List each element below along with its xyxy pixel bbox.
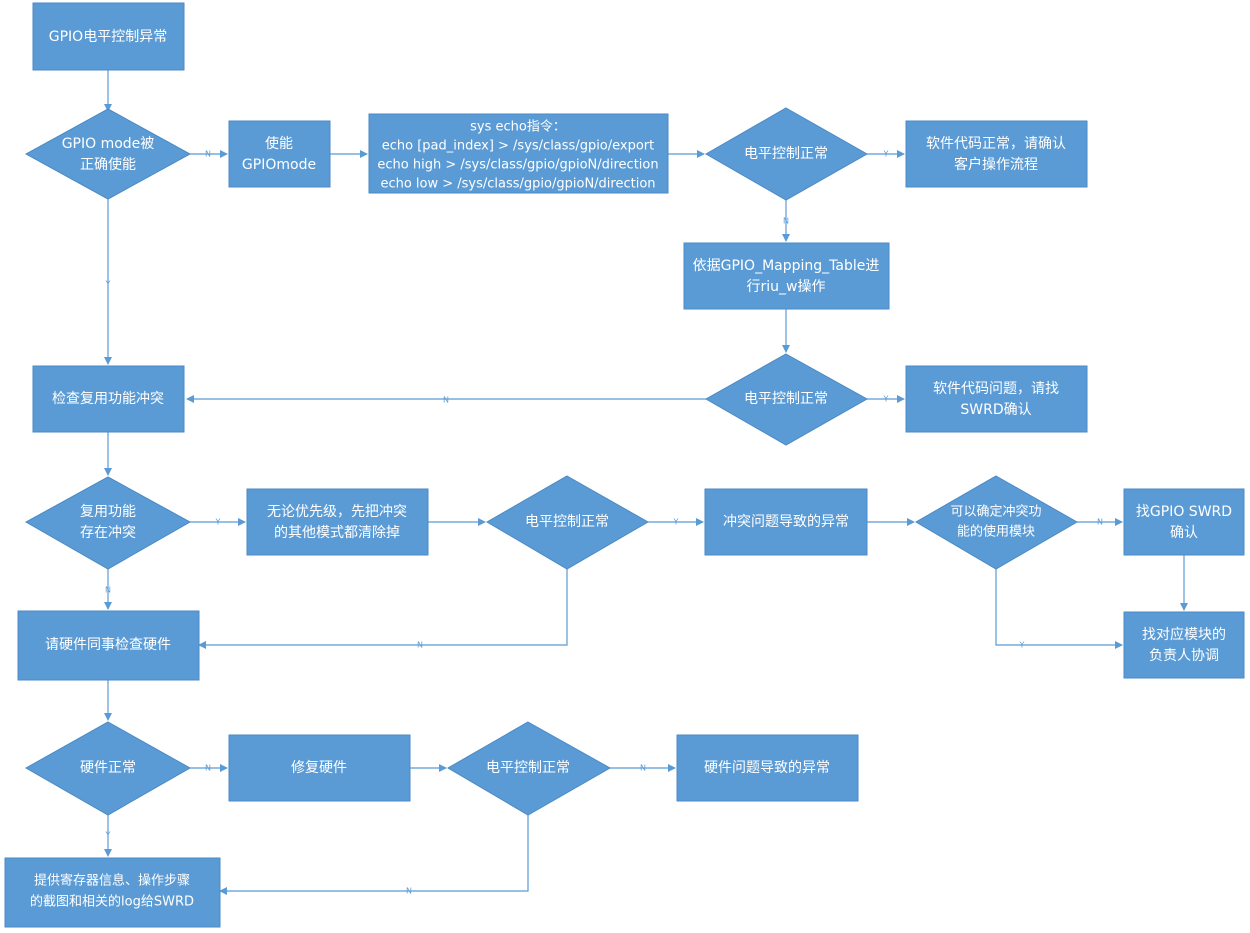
node-label: 软件代码正常，请确认: [926, 136, 1066, 152]
node-label: 使能: [265, 135, 293, 152]
node-label: 客户操作流程: [954, 156, 1038, 173]
node-label: 检查复用功能冲突: [52, 390, 164, 407]
edges: [104, 70, 1188, 895]
decision-hw-ok: [24, 721, 192, 816]
edge-level3-to-hwcheck: [198, 569, 568, 649]
edge-label: N: [417, 641, 423, 650]
decision-level-1: [704, 107, 869, 201]
node-label: GPIO电平控制异常: [49, 29, 167, 45]
node-hw-error: [676, 734, 859, 802]
edge-label: N: [1097, 518, 1103, 527]
node-label: 电平控制正常: [744, 146, 828, 162]
node-sw-ok: [905, 120, 1088, 188]
node-sw-issue: [905, 365, 1088, 433]
edge-label: Y: [105, 831, 111, 840]
node-riu-w: [683, 242, 890, 310]
edge-label: Y: [883, 395, 889, 404]
node-label: echo low > /sys/class/gpio/gpioN/directi…: [380, 177, 655, 192]
edge-label: N: [205, 764, 211, 773]
edge-label: N: [105, 586, 111, 595]
node-label: 找GPIO SWRD: [1136, 504, 1232, 520]
edge-label: Y: [1019, 641, 1025, 650]
node-label: echo high > /sys/class/gpio/gpioN/direct…: [377, 158, 658, 173]
node-label: 确认: [1170, 525, 1198, 541]
node-label: 请硬件同事检查硬件: [45, 637, 171, 653]
edge-level4-to-provide: [219, 815, 529, 895]
node-fix-hw: [228, 734, 411, 802]
node-enable-gpiomode: [228, 120, 331, 188]
node-sys-echo: [368, 113, 669, 194]
node-label: 电平控制正常: [525, 514, 609, 530]
node-label: 依据GPIO_Mapping_Table进: [693, 258, 880, 274]
decision-level-2: [704, 353, 869, 446]
node-label: 硬件正常: [80, 760, 136, 776]
node-start: [32, 2, 185, 71]
node-find-owner: [1123, 611, 1245, 679]
edge-label: Y: [673, 518, 679, 527]
edge-label: Y: [215, 518, 221, 527]
edge-label: N: [205, 150, 211, 159]
node-label: sys echo指令：: [470, 120, 566, 135]
node-label: GPIO mode被: [62, 136, 155, 152]
node-label: 电平控制正常: [744, 391, 828, 407]
node-provide-info: [4, 857, 221, 928]
node-label: 电平控制正常: [486, 760, 570, 776]
edge-label: N: [783, 217, 789, 226]
node-label: 找对应模块的: [1142, 626, 1226, 643]
node-label: 软件代码问题，请找: [933, 381, 1059, 397]
edge-module-to-findowner: [995, 569, 1123, 649]
decision-level-4: [447, 721, 612, 816]
node-label: SWRD确认: [960, 402, 1031, 418]
node-clear-modes: [246, 488, 429, 556]
edge-label: N: [443, 396, 449, 405]
node-check-mux: [32, 365, 185, 433]
node-label: 复用功能: [80, 503, 136, 520]
node-label: 无论优先级，先把冲突: [267, 504, 407, 520]
node-label: GPIOmode: [242, 157, 316, 173]
node-label: 存在冲突: [80, 525, 136, 541]
node-label: 的其他模式都清除掉: [274, 525, 400, 541]
edge-label: N: [640, 764, 646, 773]
decision-level-3: [486, 475, 650, 570]
node-label: 可以确定冲突功: [950, 504, 1041, 520]
shapes: [4, 2, 1245, 928]
node-label: 负责人协调: [1149, 648, 1219, 664]
node-label: 硬件问题导致的异常: [704, 760, 830, 776]
node-find-gpio-swrd: [1123, 488, 1245, 556]
edge-labels: N Y Y N Y N Y N Y N N Y N Y N N: [105, 150, 1103, 896]
node-label: 提供寄存器信息、操作步骤: [34, 873, 190, 889]
decision-gpio-mode: [24, 108, 192, 200]
node-labels: GPIO电平控制异常 GPIO mode被 正确使能 使能 GPIOmode s…: [30, 29, 1232, 910]
node-conflict-error: [704, 488, 868, 556]
edge-label: N: [406, 887, 412, 896]
node-label: 冲突问题导致的异常: [723, 514, 849, 530]
node-label: 的截图和相关的log给SWRD: [30, 894, 194, 910]
node-label: 正确使能: [80, 156, 136, 173]
edge-label: Y: [105, 280, 111, 289]
node-hw-check: [17, 610, 200, 681]
node-label: echo [pad_index] > /sys/class/gpio/expor…: [382, 139, 655, 154]
node-label: 修复硬件: [291, 759, 347, 776]
decision-mux-conflict: [24, 476, 192, 570]
decision-module: [915, 475, 1079, 570]
edge-label: Y: [883, 150, 889, 159]
node-label: 行riu_w操作: [747, 279, 826, 295]
node-label: 能的使用模块: [957, 524, 1035, 540]
